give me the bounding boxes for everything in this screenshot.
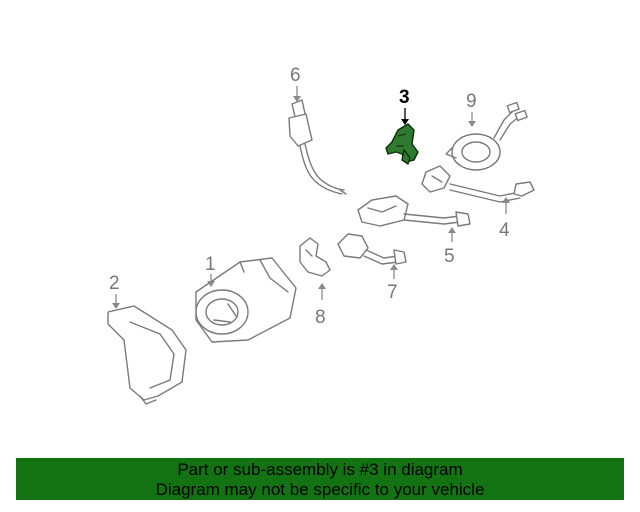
callout-2: 2 bbox=[109, 273, 120, 294]
arrow-2 bbox=[112, 303, 120, 309]
callout-5: 5 bbox=[444, 246, 455, 267]
part-4-stalk[interactable] bbox=[421, 165, 535, 203]
part-6-lever[interactable] bbox=[288, 99, 347, 195]
arrow-5 bbox=[448, 227, 456, 233]
part-7-switch[interactable] bbox=[337, 233, 407, 265]
callout-1: 1 bbox=[205, 254, 216, 275]
callout-4: 4 bbox=[499, 220, 510, 241]
arrow-6 bbox=[293, 96, 301, 102]
part-5-switch[interactable] bbox=[357, 195, 471, 227]
callout-9: 9 bbox=[466, 91, 477, 112]
arrow-1 bbox=[207, 281, 215, 287]
callout-8: 8 bbox=[315, 307, 326, 328]
banner-line-2: Diagram may not be specific to your vehi… bbox=[155, 480, 485, 499]
part-3-switch[interactable] bbox=[385, 123, 419, 165]
arrow-3 bbox=[401, 119, 409, 125]
callout-3: 3 bbox=[399, 87, 410, 108]
part-8-bracket[interactable] bbox=[299, 237, 331, 277]
arrow-7 bbox=[390, 264, 398, 270]
arrow-8 bbox=[318, 283, 326, 289]
part-9-clockspring[interactable] bbox=[445, 101, 528, 171]
part-2-shroud[interactable] bbox=[107, 305, 187, 405]
info-banner: Part or sub-assembly is #3 in diagram Di… bbox=[16, 458, 624, 500]
arrow-9 bbox=[468, 121, 476, 127]
parts-diagram: 6 3 9 4 5 bbox=[107, 65, 535, 405]
callout-7: 7 bbox=[387, 282, 398, 303]
callout-6: 6 bbox=[290, 65, 301, 86]
banner-line-1: Part or sub-assembly is #3 in diagram bbox=[177, 460, 463, 479]
arrow-4 bbox=[502, 197, 510, 203]
part-1-housing[interactable] bbox=[195, 257, 297, 343]
